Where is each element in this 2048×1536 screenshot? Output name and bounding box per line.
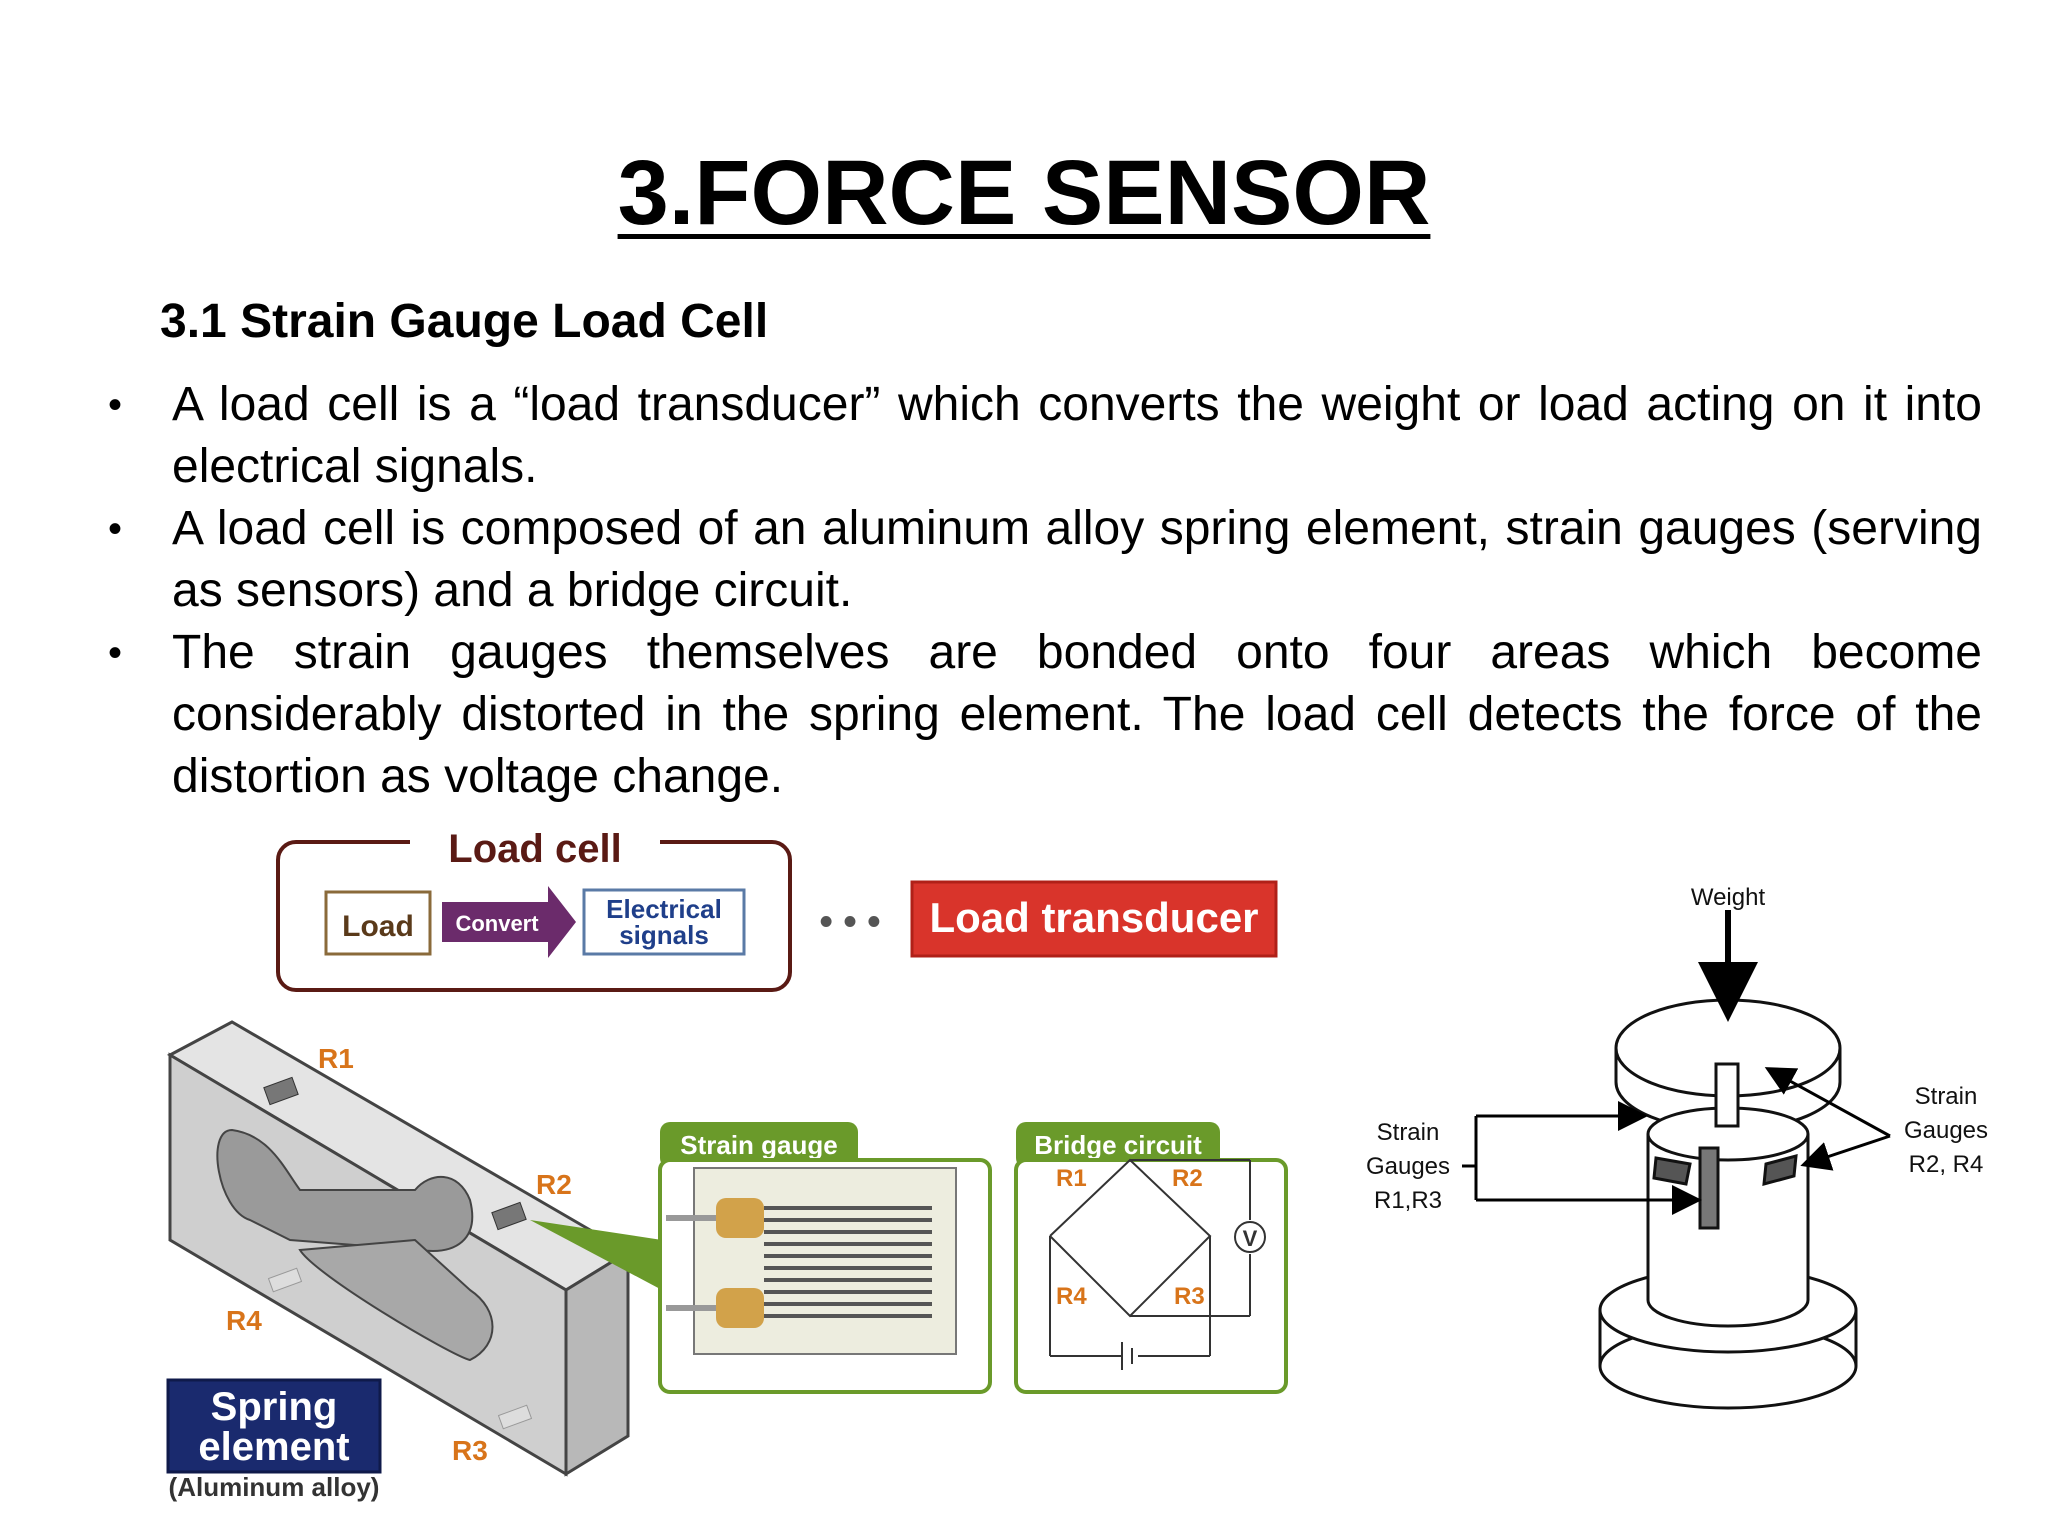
bullet-dot-icon: • [108, 507, 123, 551]
bridge-label-r4: R4 [1056, 1283, 1087, 1310]
gauge-left-icon [1652, 1156, 1692, 1186]
gauge-r2-icon [491, 1201, 527, 1231]
bullet-item: •The strain gauges themselves are bonded… [108, 622, 1982, 808]
section-subtitle: 3.1 Strain Gauge Load Cell [160, 295, 769, 348]
gauge-right-icon [1762, 1153, 1798, 1187]
strain-gauge-tab: Strain gauge [680, 1130, 837, 1160]
load-cell-label: Load cell [448, 827, 621, 871]
bridge-label-r2: R2 [1172, 1165, 1203, 1192]
bridge-circuit-panel: Bridge circuit V R1 R2 R4 R3 [1014, 1122, 1288, 1394]
strain-left-1: Strain [1377, 1119, 1440, 1146]
voltmeter-label: V [1243, 1226, 1258, 1251]
load-transducer-label: Load transducer [929, 894, 1258, 941]
gauge-r4-icon [267, 1267, 303, 1293]
voltmeter-icon [1234, 1221, 1266, 1253]
gauge-pad-icon [716, 1198, 764, 1238]
gauge-pad-icon [716, 1288, 764, 1328]
strain-right-2: Gauges [1904, 1117, 1988, 1144]
bullet-dot-icon: • [108, 631, 123, 675]
load-cell-concept: Load cell Load Convert Electrical signal… [276, 826, 792, 992]
electrical-label-2: signals [619, 920, 709, 950]
gauge-front-icon [1698, 1146, 1720, 1230]
electrical-signals-box [582, 888, 746, 956]
bullet-item: •A load cell is a “load transducer” whic… [108, 374, 1982, 498]
label-r3: R3 [452, 1435, 488, 1466]
strain-right-3: R2, R4 [1909, 1151, 1984, 1178]
convert-arrow-icon [442, 886, 576, 958]
bullet-list: •A load cell is a “load transducer” whic… [108, 374, 1982, 808]
bridge-label-r1: R1 [1056, 1165, 1087, 1192]
strain-left-3: R1,R3 [1374, 1187, 1442, 1214]
gauge-r3-icon [497, 1404, 533, 1430]
spring-element-badge: Spring element (Aluminum alloy) [166, 1378, 382, 1502]
label-r1: R1 [318, 1043, 354, 1074]
electrical-label-1: Electrical [606, 894, 722, 924]
label-r2: R2 [536, 1169, 572, 1200]
ellipsis-dots: • • • [819, 901, 880, 943]
spring-label-1: Spring [211, 1385, 338, 1429]
load-box [324, 890, 432, 956]
column-load-cell-diagram [1598, 998, 1858, 1410]
gauge-r1-icon [263, 1076, 299, 1106]
page-title: 3.FORCE SENSOR [617, 142, 1431, 244]
spring-element-block: R1 R2 R4 R3 [166, 1020, 631, 1477]
label-r4: R4 [226, 1305, 262, 1336]
strain-gauge-panel: Strain gauge [658, 1122, 992, 1394]
bullet-item: •A load cell is composed of an aluminum … [108, 498, 1982, 622]
bridge-label-r3: R3 [1174, 1283, 1205, 1310]
strain-left-2: Gauges [1366, 1153, 1450, 1180]
right-gauge-callout [1764, 1067, 1891, 1171]
bridge-circuit-tab: Bridge circuit [1034, 1130, 1202, 1160]
load-label: Load [342, 910, 414, 943]
bullet-dot-icon: • [108, 383, 123, 427]
spring-label-2: element [198, 1425, 349, 1469]
aluminum-alloy-label: (Aluminum alloy) [169, 1472, 380, 1502]
callout-pointer [530, 1220, 662, 1290]
left-gauge-callout [1462, 1101, 1702, 1215]
load-transducer-badge: Load transducer [910, 880, 1278, 958]
convert-label: Convert [455, 911, 539, 936]
strain-right-1: Strain [1915, 1083, 1978, 1110]
weight-label: Weight [1691, 884, 1766, 911]
